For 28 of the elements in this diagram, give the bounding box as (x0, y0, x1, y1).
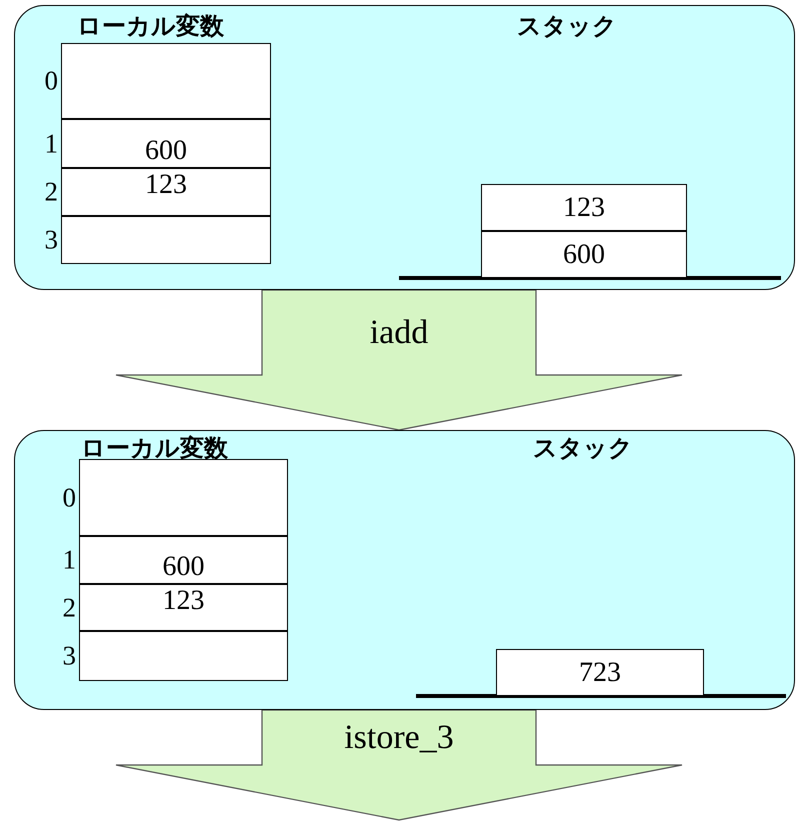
slot-index: 1 (62, 546, 76, 574)
state-panel (14, 430, 795, 710)
edge-label: iadd (370, 316, 428, 350)
block-arrow (115, 289, 683, 431)
state-panel (14, 5, 795, 290)
slot-index: 0 (44, 68, 58, 94)
stack-slot (481, 184, 687, 231)
block-arrow (115, 709, 683, 821)
slot-value: 123 (145, 169, 187, 201)
section-heading: ローカル変数 (77, 13, 224, 40)
slot-index: 3 (44, 226, 58, 254)
edge-label: istore_3 (344, 720, 454, 754)
stack-slot (496, 649, 704, 696)
slot-value: 600 (563, 238, 605, 270)
slot-index: 1 (44, 130, 58, 157)
slot-value: 123 (563, 192, 605, 224)
slot-value: 123 (162, 585, 204, 617)
section-heading: スタック (533, 435, 633, 462)
slot-value: 723 (579, 656, 621, 688)
slot-index: 2 (62, 594, 76, 621)
slot-index: 3 (62, 642, 76, 670)
stack-slot (481, 231, 687, 278)
slot-index: 0 (62, 484, 76, 511)
slot-index: 2 (44, 178, 58, 206)
slot-value: 600 (145, 135, 187, 167)
slot-value: 600 (162, 551, 204, 583)
section-heading: ローカル変数 (81, 435, 228, 462)
section-heading: スタック (517, 13, 617, 40)
